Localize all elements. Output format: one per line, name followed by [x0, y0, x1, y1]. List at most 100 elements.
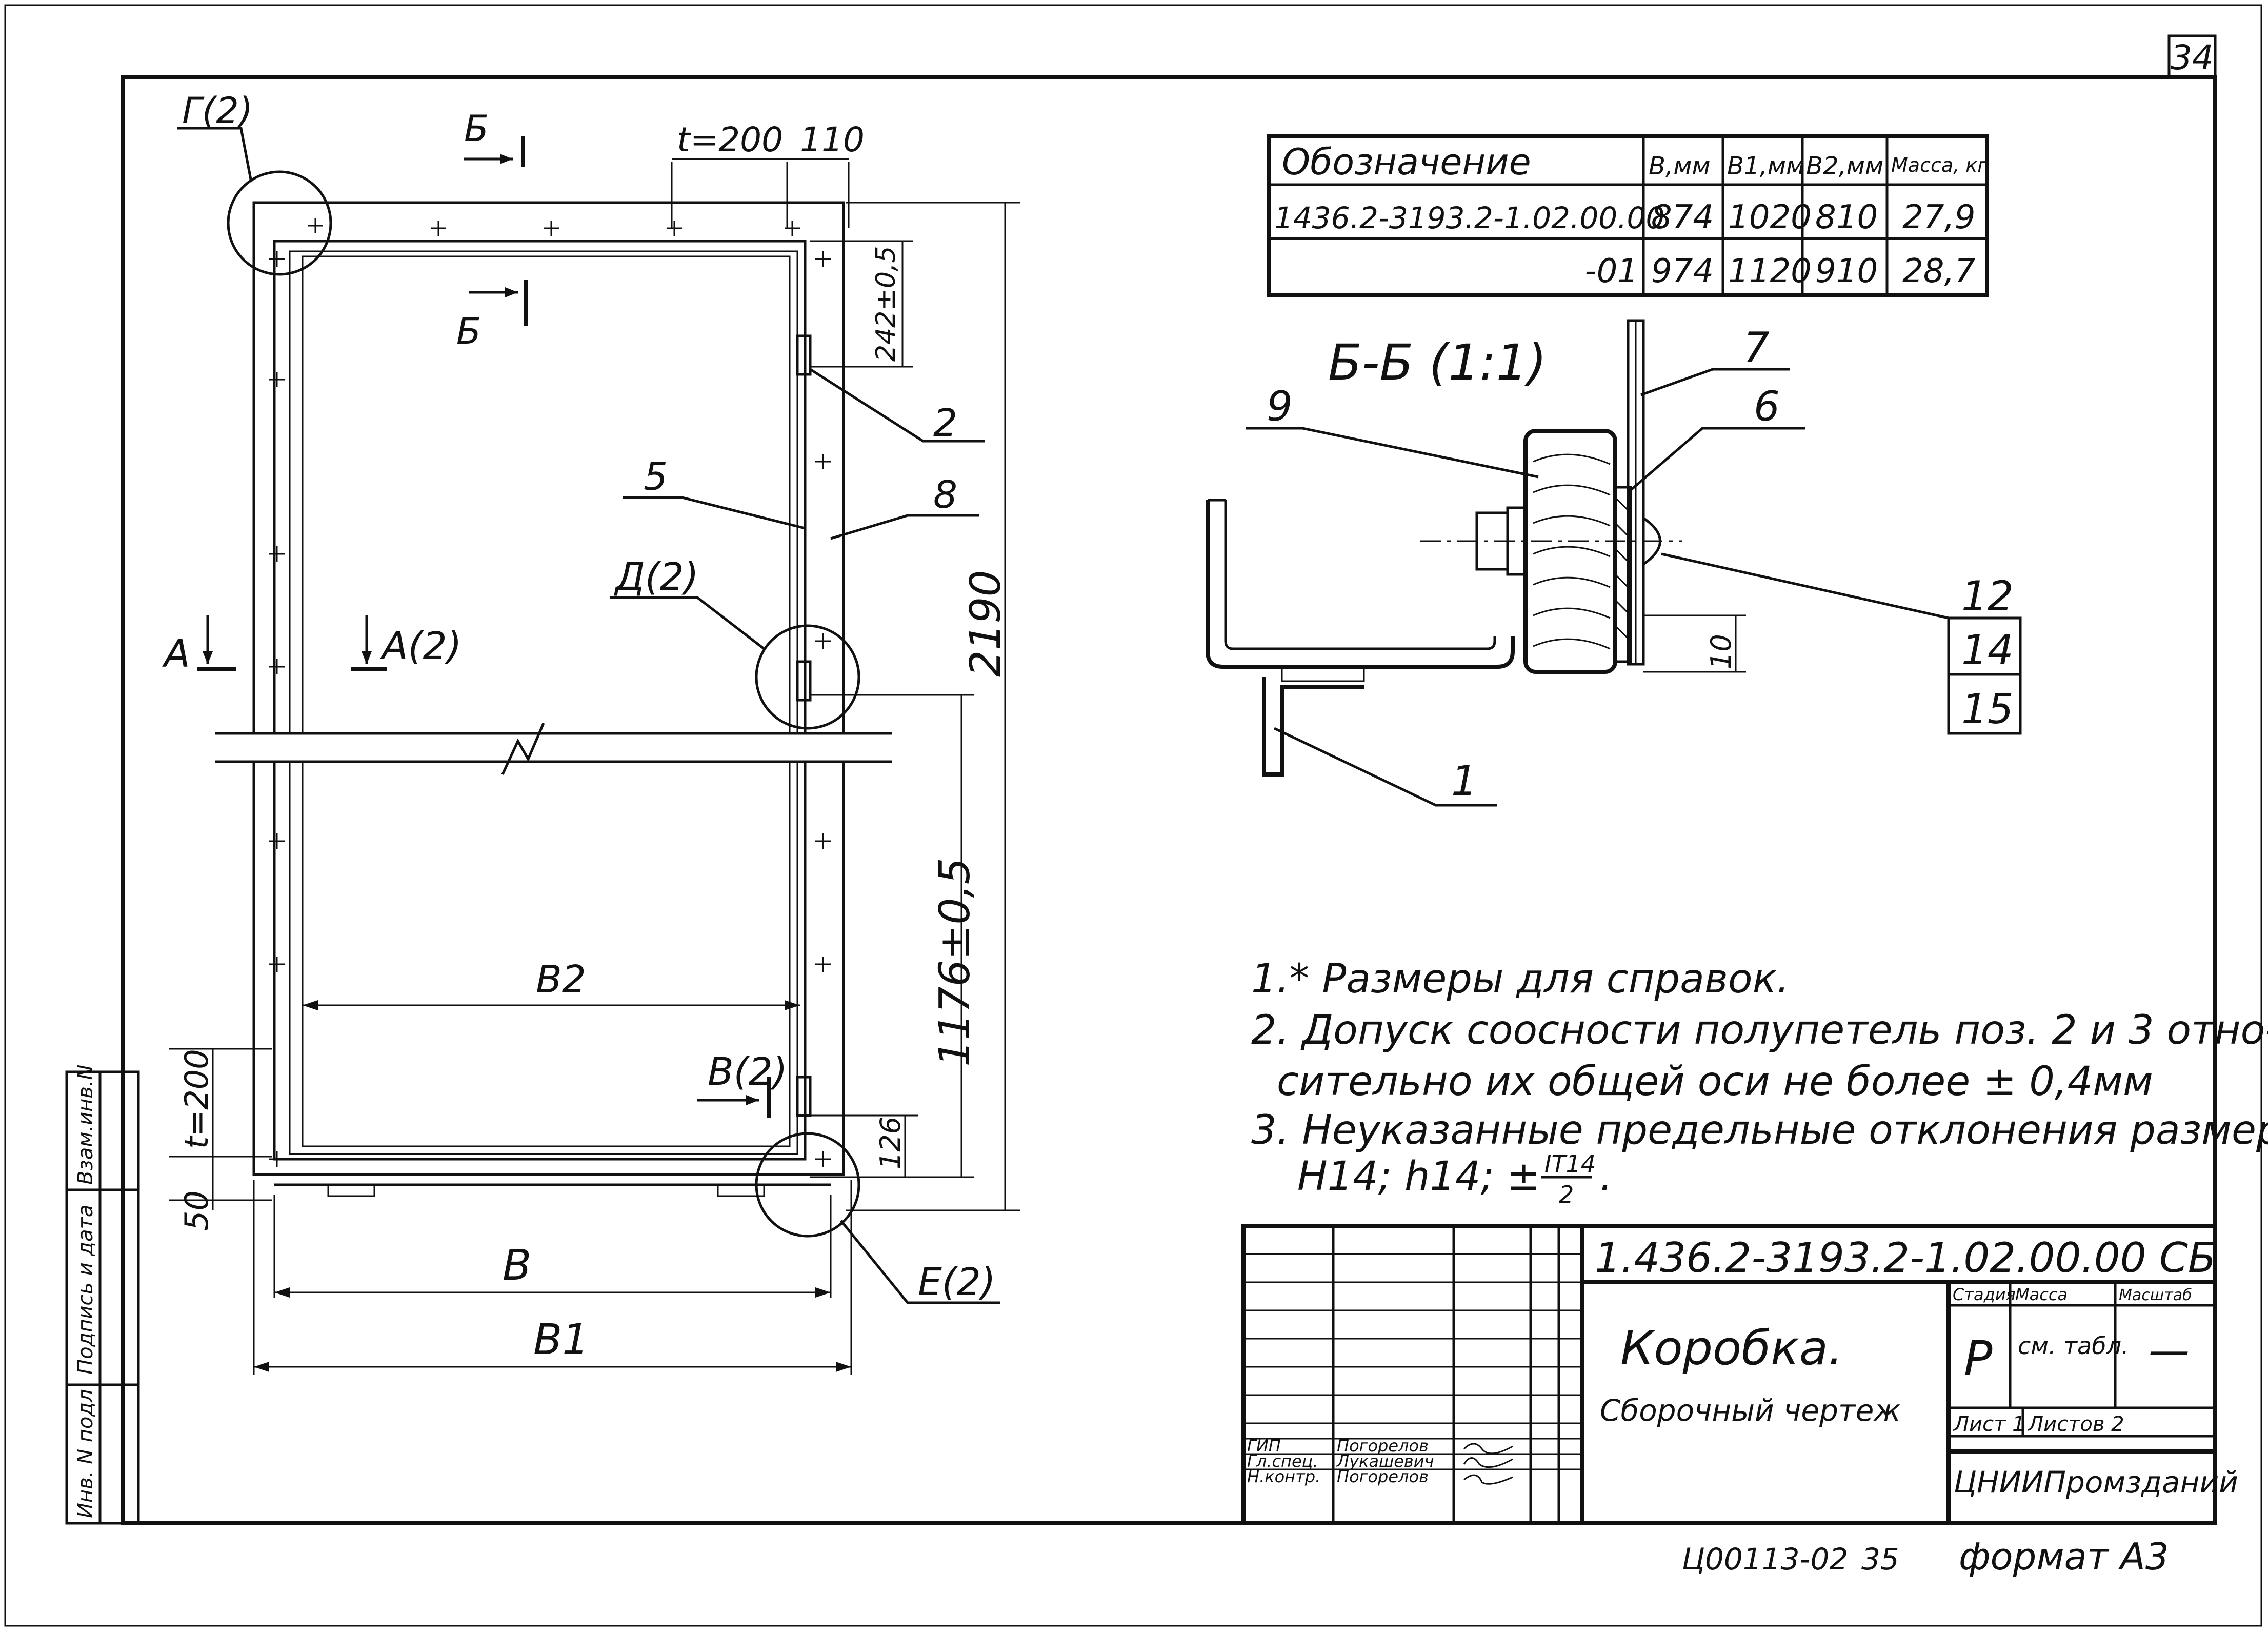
tb-name-3: Погорелов	[1337, 1467, 1429, 1486]
dim-50: 50	[178, 1190, 215, 1231]
spec-row2-b2: 910	[1815, 252, 1878, 290]
signature-3	[1463, 1474, 1513, 1485]
tb-stage: Р	[1964, 1331, 1993, 1386]
signature-1	[1463, 1443, 1513, 1455]
mark-e2: Е(2)	[918, 1260, 996, 1304]
side-stamp: Инв. N подл Подпись и дата Взам.инв.N	[65, 1065, 140, 1525]
angle-1	[1262, 677, 1364, 777]
spec-row1-designation: 1436.2-3193.2-1.02.00.00	[1274, 201, 1664, 235]
footer-code: Ц00113-02	[1682, 1542, 1848, 1577]
pos-14: 14	[1961, 626, 2014, 674]
dim-10: 10	[1705, 634, 1737, 669]
pos-5: 5	[644, 455, 668, 499]
mark-a-left: А	[162, 632, 190, 676]
dim-2190: 2190	[961, 570, 1010, 677]
spec-row1-b1: 1020	[1728, 198, 1812, 236]
footer-page: 35	[1861, 1542, 1899, 1577]
spec-row1-mass: 27,9	[1902, 198, 1976, 236]
box-opening	[302, 255, 791, 1147]
spec-row2-b1: 1120	[1728, 252, 1812, 290]
section-title: Б-Б (1:1)	[1328, 334, 1547, 391]
mark-d2: Д(2)	[614, 555, 699, 599]
tb-scale: —	[2149, 1326, 2190, 1374]
mark-g2: Г(2)	[182, 90, 253, 132]
pos-12: 12	[1961, 572, 2014, 620]
bolt-head	[1642, 516, 1661, 566]
main-view: Г(2) Б Б t=200 110 242±0,5 2 5 8 Д(2)	[162, 90, 1020, 1375]
mark-b-mid: Б	[456, 310, 481, 352]
side-stamp-inv: Инв. N подл	[74, 1389, 97, 1518]
note-3-values: Н14; h14; ±	[1297, 1153, 1540, 1200]
dim-110: 110	[800, 120, 865, 160]
pos-2: 2	[933, 401, 957, 445]
tb-name: Коробка.	[1620, 1321, 1843, 1376]
detail-circle-d	[755, 624, 860, 730]
tb-sheet: Лист 1	[1953, 1412, 2025, 1436]
tb-subtitle: Сборочный чертеж	[1600, 1393, 1901, 1428]
dim-t200-left: t=200	[178, 1049, 215, 1149]
tb-mass-header: Масса	[2015, 1285, 2068, 1304]
dim-b: В	[503, 1241, 531, 1290]
spec-header-designation: Обозначение	[1282, 141, 1531, 183]
side-stamp-sign: Подпись и дата	[74, 1205, 97, 1375]
tb-designation: 1.436.2-3193.2-1.02.00.00 СБ	[1595, 1234, 2216, 1282]
note-3-fraction-den: 2	[1559, 1181, 1574, 1208]
dim-126: 126	[874, 1117, 907, 1169]
spec-header-b2: В2,мм	[1806, 152, 1883, 181]
box-frame-outer	[273, 240, 807, 1161]
dim-242: 242±0,5	[871, 246, 901, 362]
tb-scale-header: Масштаб	[2119, 1286, 2192, 1304]
dim-1176: 1176±0,5	[931, 858, 979, 1067]
fastener-marks	[269, 218, 831, 1167]
tb-name-1: Погорелов	[1337, 1436, 1429, 1456]
tb-stage-header: Стадия	[1953, 1285, 2016, 1304]
note-2-cont: сительно их общей оси не более ± 0,4мм	[1277, 1059, 2153, 1105]
spec-row1-b: 874	[1651, 198, 1714, 236]
pos-7: 7	[1743, 324, 1770, 371]
spec-header-b: В,мм	[1649, 152, 1711, 181]
mark-b-top: Б	[464, 108, 489, 150]
dim-t200-top: t=200	[677, 120, 783, 160]
box-outer-contour	[252, 201, 845, 1176]
tb-role-1: ГИП	[1247, 1436, 1281, 1456]
hinge-middle	[796, 660, 812, 702]
spec-header-b1: В1,мм	[1727, 152, 1804, 181]
pos-6: 6	[1754, 383, 1780, 430]
dim-b1: В1	[533, 1316, 589, 1364]
box-frame-inner	[289, 250, 798, 1155]
note-1: 1.* Размеры для справок.	[1251, 956, 1790, 1002]
spec-row1-b2: 810	[1815, 198, 1878, 236]
signature-2	[1463, 1457, 1513, 1468]
note-3-fraction-num: IT14	[1544, 1150, 1596, 1178]
tb-role-2: Гл.спец.	[1247, 1451, 1318, 1471]
title-block: ГИП Погорелов Гл.спец. Лукашевич Н.контр…	[1241, 1224, 2238, 1525]
note-3-period: .	[1600, 1153, 1613, 1200]
tb-org: ЦНИИПромзданий	[1954, 1465, 2238, 1500]
tb-mass: см. табл.	[2018, 1332, 2129, 1360]
channel-profile	[1206, 500, 1515, 669]
note-3: 3. Неуказанные предельные отклонения раз…	[1251, 1107, 2268, 1153]
detail-circle-g	[227, 170, 332, 276]
corner-number-box	[2167, 34, 2217, 78]
spec-row2-b: 974	[1651, 252, 1714, 290]
pos-8: 8	[933, 473, 957, 517]
note-2: 2. Допуск соосности полупетель поз. 2 и …	[1251, 1007, 2268, 1053]
pos-9: 9	[1267, 383, 1293, 430]
tb-sheets: Листов 2	[2027, 1412, 2124, 1436]
break-symbol	[501, 723, 545, 775]
detail-circle-e	[755, 1132, 860, 1238]
sheet-edge	[4, 4, 2262, 1627]
mark-v2: В(2)	[708, 1050, 788, 1094]
hinge-top	[796, 334, 812, 376]
spec-header-mass: Масса, кг	[1891, 154, 1988, 176]
spec-table: Обозначение В,мм В1,мм В2,мм Масса, кг 1…	[1267, 134, 1989, 297]
tb-role-3: Н.контр.	[1247, 1467, 1320, 1486]
footer-format: формат А3	[1959, 1535, 2169, 1578]
drawing-frame	[121, 75, 2217, 1525]
notes: 1.* Размеры для справок. 2. Допуск соосн…	[1251, 956, 2268, 1208]
pos-15: 15	[1961, 685, 2014, 733]
side-stamp-replace: Взам.инв.N	[74, 1065, 97, 1185]
mark-a2: А(2)	[380, 624, 461, 668]
corner-number: 34	[2171, 38, 2214, 77]
